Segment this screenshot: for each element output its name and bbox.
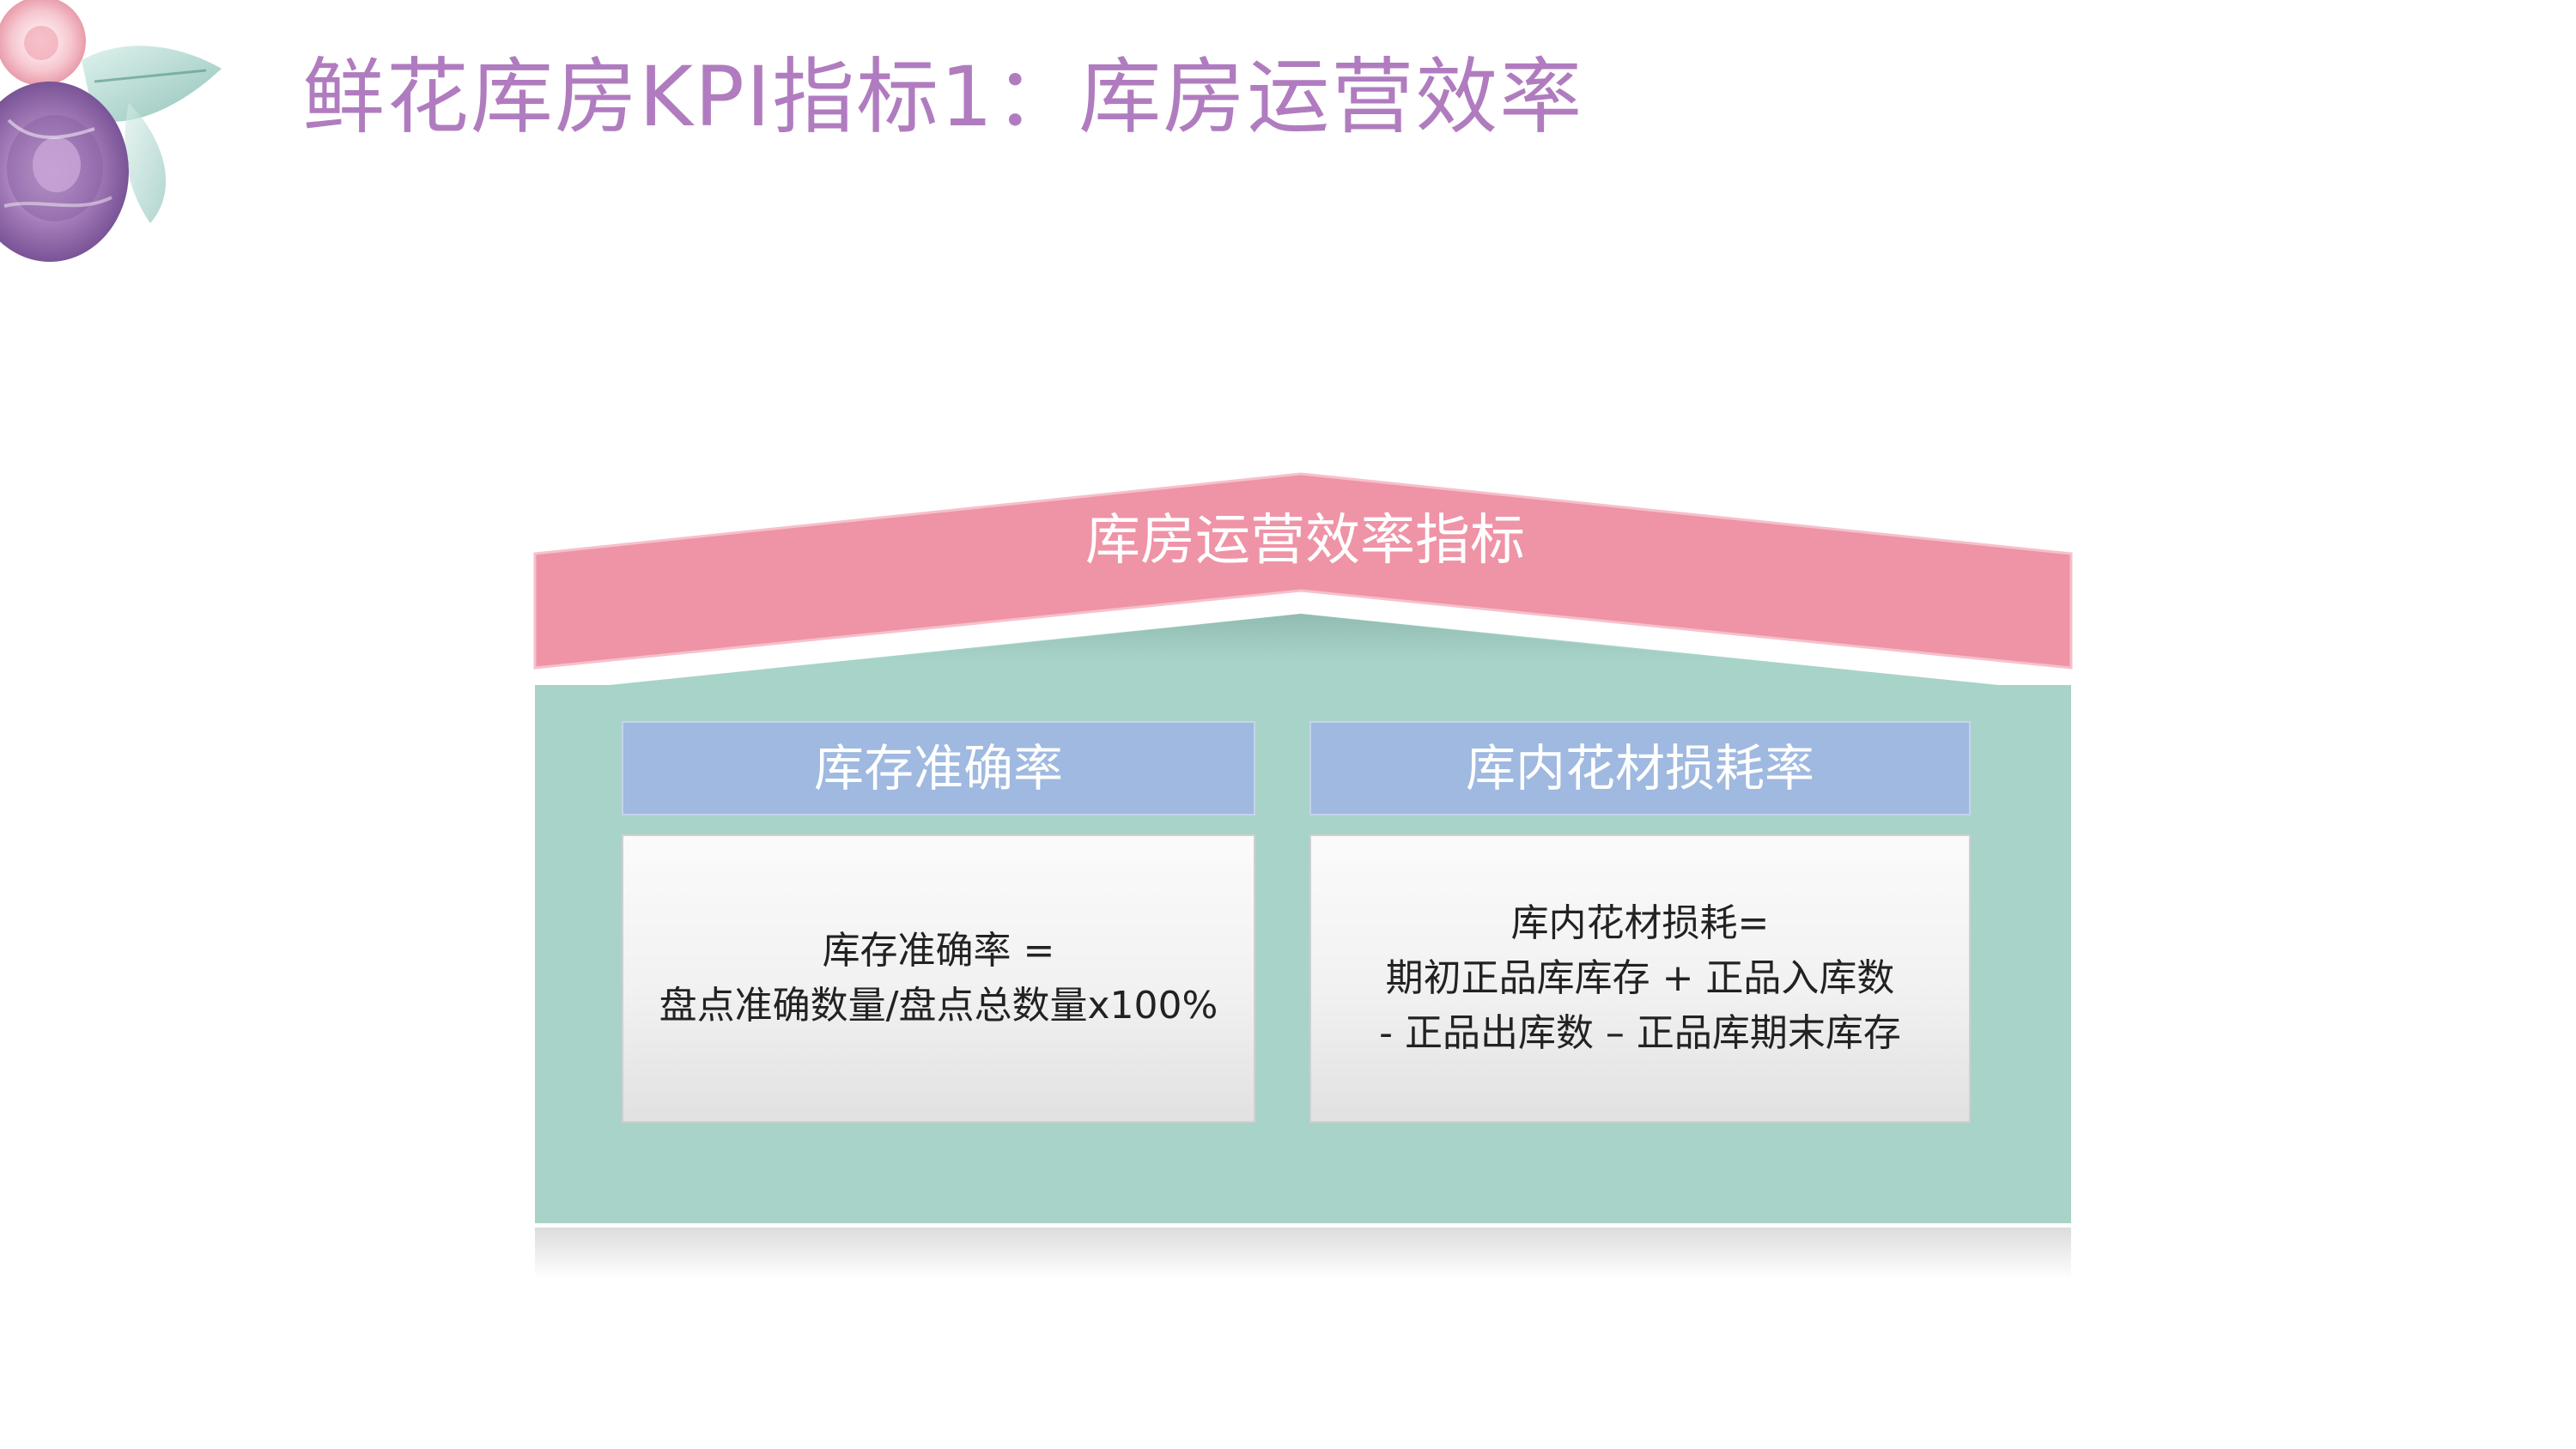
column-header-inventory-accuracy: 库存准确率 [622, 721, 1255, 815]
formula-box-flower-loss-rate: 库内花材损耗= 期初正品库库存 + 正品入库数 - 正品出库数 – 正品库期末库… [1309, 834, 1971, 1123]
flower-decoration-icon [0, 0, 222, 262]
roof-shadow [859, 614, 1743, 661]
page-title: 鲜花库房KPI指标1：库房运营效率 [302, 49, 1584, 145]
formula-line: 库内花材损耗= [1510, 901, 1770, 945]
formula-line: 库存准确率 = [822, 929, 1055, 973]
formula-line: 盘点准确数量/盘点总数量x100% [659, 984, 1218, 1028]
roof-label: 库房运营效率指标 [1085, 509, 1525, 573]
formula-line: 期初正品库库存 + 正品入库数 [1385, 956, 1895, 1000]
formula-box-inventory-accuracy: 库存准确率 = 盘点准确数量/盘点总数量x100% [622, 834, 1255, 1123]
column-header-flower-loss-rate: 库内花材损耗率 [1309, 721, 1971, 815]
roof-band [533, 472, 2073, 670]
floor-reflection [535, 1228, 2071, 1279]
formula-line: - 正品出库数 – 正品库期末库存 [1379, 1011, 1901, 1055]
